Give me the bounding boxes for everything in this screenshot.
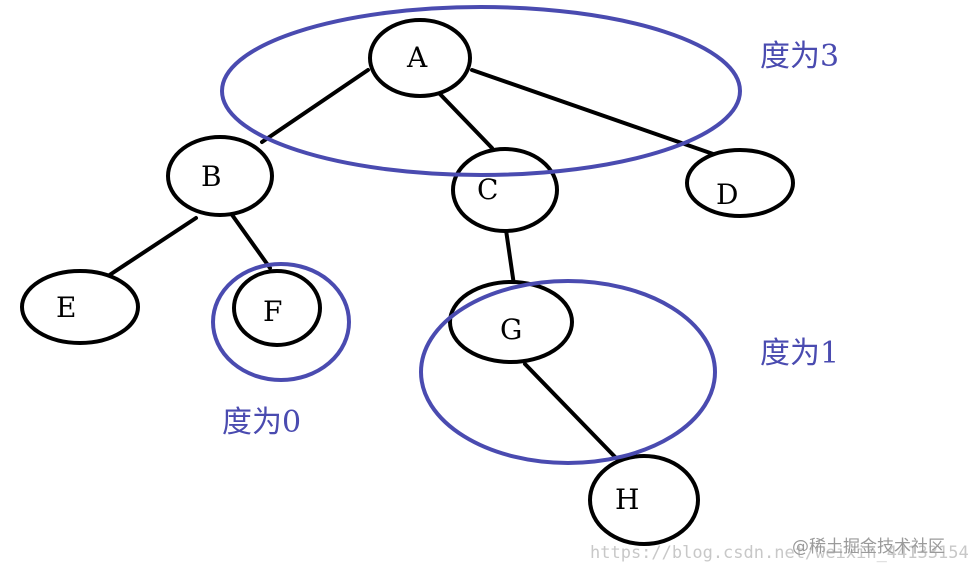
node-b-label: B bbox=[201, 160, 222, 193]
node-a bbox=[368, 18, 472, 98]
edge-g-h bbox=[523, 362, 620, 462]
annotation-degree0: 度为0 bbox=[222, 405, 301, 440]
node-a-label: A bbox=[406, 41, 428, 74]
node-g-label: G bbox=[500, 313, 522, 346]
node-h-label: H bbox=[615, 483, 639, 516]
node-b bbox=[166, 135, 274, 217]
node-c-label: C bbox=[477, 173, 498, 206]
node-f-label: F bbox=[263, 295, 282, 328]
edge-a-b bbox=[260, 68, 370, 144]
node-f bbox=[232, 269, 322, 347]
node-e bbox=[20, 269, 140, 345]
watermark-url: https://blog.csdn.net/weixin_44133154 bbox=[590, 543, 969, 563]
node-d bbox=[685, 148, 795, 218]
edge-b-f bbox=[228, 210, 272, 270]
highlight-degree3-ellipse bbox=[220, 5, 742, 177]
annotation-degree3: 度为3 bbox=[760, 39, 839, 74]
annotation-degree1: 度为1 bbox=[760, 336, 839, 371]
edge-c-g bbox=[504, 228, 516, 287]
node-d-label: D bbox=[716, 178, 738, 211]
highlight-degree1-ellipse bbox=[419, 279, 717, 465]
node-g bbox=[448, 280, 574, 364]
edge-a-c bbox=[436, 90, 494, 150]
node-c bbox=[451, 147, 559, 233]
edge-a-d bbox=[470, 68, 718, 157]
highlight-degree0-circle bbox=[211, 262, 351, 382]
watermark-brand: @稀土掘金技术社区 bbox=[792, 537, 945, 557]
edge-b-e bbox=[106, 216, 198, 278]
node-h bbox=[588, 454, 700, 546]
node-e-label: E bbox=[56, 291, 76, 324]
